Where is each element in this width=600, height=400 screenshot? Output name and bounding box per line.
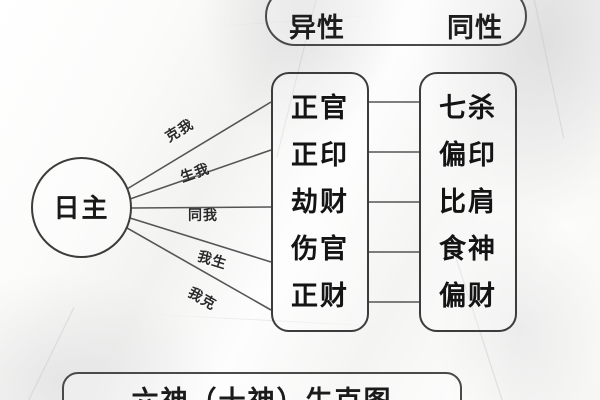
- cell-zhengyin: 正印: [291, 139, 349, 170]
- cell-qisha: 七杀: [439, 92, 497, 123]
- footer-label: 六神（十神）生克图: [132, 387, 393, 400]
- cell-bijian: 比肩: [439, 186, 497, 217]
- column-box-tongxing: 七杀 偏印 比肩 食神 偏财: [419, 72, 517, 332]
- header-label-yixing: 异性: [289, 13, 345, 43]
- cell-shishen: 食神: [439, 233, 497, 264]
- header-pill: 异性 同性: [265, 0, 527, 46]
- cell-zhengcai: 正财: [291, 280, 349, 311]
- node-label: 日主: [53, 192, 110, 223]
- edge-label-shengwo: 生我: [178, 160, 212, 185]
- edge-label-tongwo: 同我: [188, 207, 218, 223]
- column-box-yixing: 正官 正印 劫财 伤官 正财: [271, 72, 369, 332]
- header-label-tongxing: 同性: [447, 13, 503, 43]
- cell-jiecai: 劫财: [291, 186, 349, 217]
- node-rizhu: 日主: [31, 157, 132, 258]
- cell-pianyin: 偏印: [439, 139, 497, 170]
- cell-shangguan: 伤官: [291, 233, 349, 264]
- footer-pill: 六神（十神）生克图: [62, 372, 462, 400]
- edge-label-keowo: 克我: [162, 115, 197, 145]
- edge-label-woke: 我克: [185, 284, 220, 313]
- cell-piancai: 偏财: [439, 280, 497, 311]
- edge-label-wosheng: 我生: [195, 247, 230, 272]
- paper-crease: [527, 0, 565, 139]
- cell-zhengguan: 正官: [291, 92, 349, 123]
